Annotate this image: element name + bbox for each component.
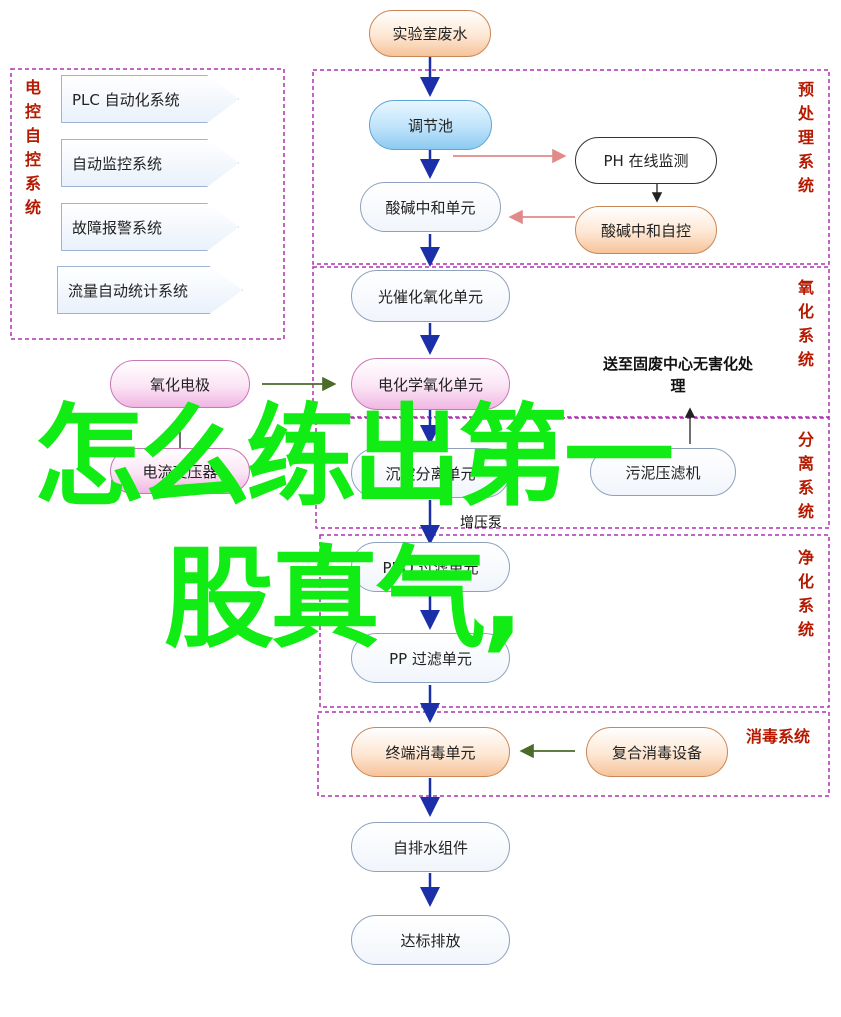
pro-filter-node: PRO 过滤单元: [351, 542, 510, 592]
control-group-label: 电控自控系统: [24, 78, 41, 217]
pressure-pump-label: 增压泵: [460, 515, 502, 531]
sludge-dewater-node: 污泥压滤机: [590, 448, 736, 496]
composite-disinfect-node: 复合消毒设备: [586, 727, 728, 777]
purification-group-label: 净化系统: [797, 548, 814, 639]
rectifier-node: 电流变压器: [110, 448, 250, 494]
sludge-note-text: 送至固废中心无害化处理: [602, 355, 753, 395]
ph-monitor-node: PH 在线监测: [575, 137, 717, 184]
separation-group-label: 分离系统: [797, 430, 814, 521]
acid-base-auto-node: 酸碱中和自控: [575, 206, 717, 254]
oxidation-group-label: 氧化系统: [797, 278, 814, 369]
overlay-title-line2: 股真气,: [164, 535, 524, 663]
fault-alarm-system: 故障报警系统: [61, 203, 239, 251]
regulating-tank-node: 调节池: [369, 100, 492, 150]
separation-group-box: [315, 417, 830, 529]
pretreatment-group-box: [312, 69, 830, 265]
oxidation-electrode-node: 氧化电极: [110, 360, 250, 408]
acid-base-neutral-node: 酸碱中和单元: [360, 182, 501, 232]
self-drain-node: 自排水组件: [351, 822, 510, 872]
sludge-disposal-note: 送至固废中心无害化处理: [598, 353, 758, 397]
lab-wastewater-node: 实验室废水: [369, 10, 491, 57]
plc-system: PLC 自动化系统: [61, 75, 239, 123]
photocatalytic-node: 光催化氧化单元: [351, 270, 510, 322]
oxidation-group-box: [312, 266, 830, 418]
flow-statistics-system: 流量自动统计系统: [57, 266, 243, 314]
purification-group-box: [319, 534, 830, 708]
overlay-title-line1: 怎么练出第一: [34, 393, 674, 521]
auto-monitor-system: 自动监控系统: [61, 139, 239, 187]
disinfection-group-label: 消毒系统: [746, 727, 811, 746]
disinfection-group-box: [317, 711, 830, 797]
pretreatment-group-label: 预处理系统: [797, 80, 814, 195]
separation-node: 沉淀分离单元: [351, 448, 510, 498]
electrochemical-node: 电化学氧化单元: [351, 358, 510, 410]
terminal-disinfect-node: 终端消毒单元: [351, 727, 510, 777]
control-group-box: [10, 68, 285, 340]
discharge-node: 达标排放: [351, 915, 510, 965]
pp-filter-node: PP 过滤单元: [351, 633, 510, 683]
